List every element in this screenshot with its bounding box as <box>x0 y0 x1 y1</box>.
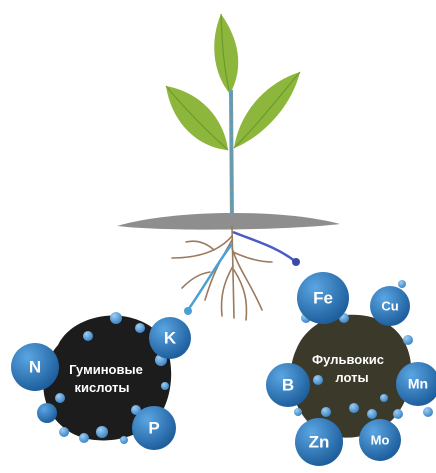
humic-acid-cluster: Гуминовые кислоты N K P <box>11 312 191 450</box>
svg-text:P: P <box>148 418 159 437</box>
top-leaf-icon <box>214 14 239 94</box>
svg-text:Zn: Zn <box>309 432 330 451</box>
svg-text:Mn: Mn <box>408 376 428 392</box>
nutrient-k: K <box>149 317 191 359</box>
soil-surface <box>117 212 340 230</box>
nutrient-cu: Cu <box>370 286 410 326</box>
nutrient-zn: Zn <box>295 418 343 466</box>
nutrient-mo: Mo <box>359 419 401 461</box>
nutrient-b: B <box>266 363 310 407</box>
humic-label-line1: Гуминовые <box>69 362 143 377</box>
nutrient-n: N <box>11 343 59 391</box>
fulvic-label-line1: Фульвокис <box>312 352 384 367</box>
nutrient-p: P <box>132 406 176 450</box>
svg-text:B: B <box>282 375 294 394</box>
svg-text:Fe: Fe <box>313 288 333 307</box>
fulvic-acid-cluster: Фульвокис лоты Fe Cu B Mn <box>266 272 436 466</box>
svg-text:Cu: Cu <box>381 298 398 313</box>
humic-uptake-line <box>186 243 233 311</box>
nutrient-mn: Mn <box>396 362 436 406</box>
svg-text:K: K <box>164 328 177 347</box>
humic-label-line2: кислоты <box>75 380 130 395</box>
fulvic-core <box>290 314 412 438</box>
fulvic-label-line2: лоты <box>335 370 368 385</box>
svg-text:Mo: Mo <box>371 432 390 447</box>
svg-text:N: N <box>29 357 41 376</box>
fulvic-uptake-line <box>232 230 297 263</box>
nutrient-fe: Fe <box>297 272 349 324</box>
left-leaf-icon <box>166 86 228 150</box>
plant <box>165 13 301 225</box>
right-leaf-icon <box>234 72 300 148</box>
